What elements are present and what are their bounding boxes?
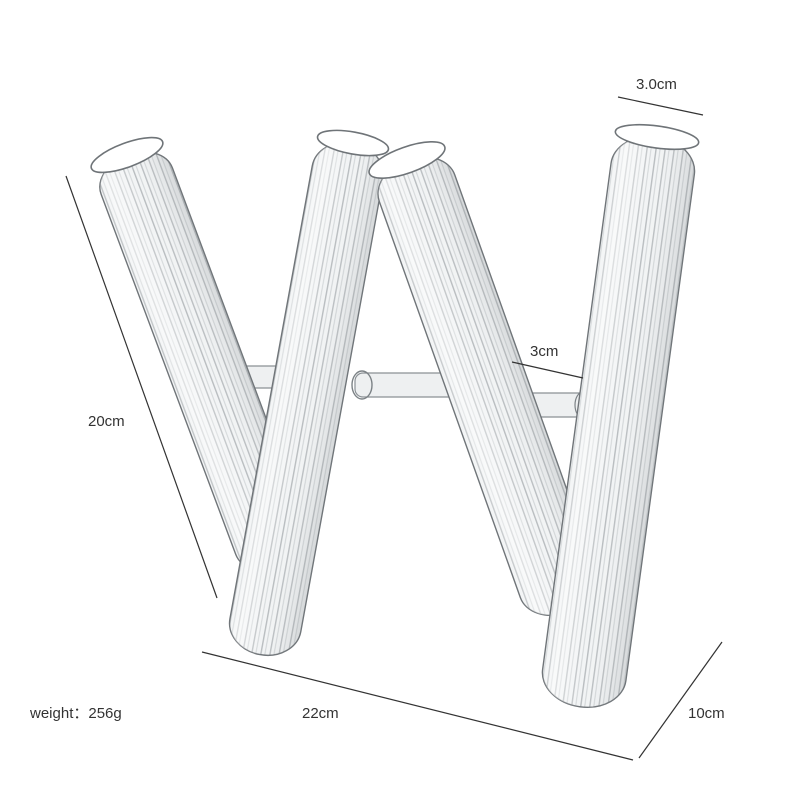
height-label: 20cm — [88, 413, 125, 430]
tube-gap-label: 3cm — [530, 343, 559, 360]
gap-dimension-line — [511, 361, 584, 379]
dimension-lines — [65, 96, 723, 761]
tube-diameter-label: 3.0cm — [636, 76, 677, 93]
depth-label: 10cm — [688, 705, 725, 722]
height-dimension-line — [65, 175, 218, 599]
depth-dimension-line — [638, 641, 723, 759]
glass-tube-2 — [228, 129, 390, 657]
diameter-dimension-line — [617, 96, 704, 116]
width-label: 22cm — [302, 705, 339, 722]
glass-tube-3 — [368, 141, 598, 616]
width-dimension-line — [201, 651, 634, 761]
weight-label: weight：256g — [30, 705, 122, 722]
glass-tube-4 — [541, 123, 700, 709]
